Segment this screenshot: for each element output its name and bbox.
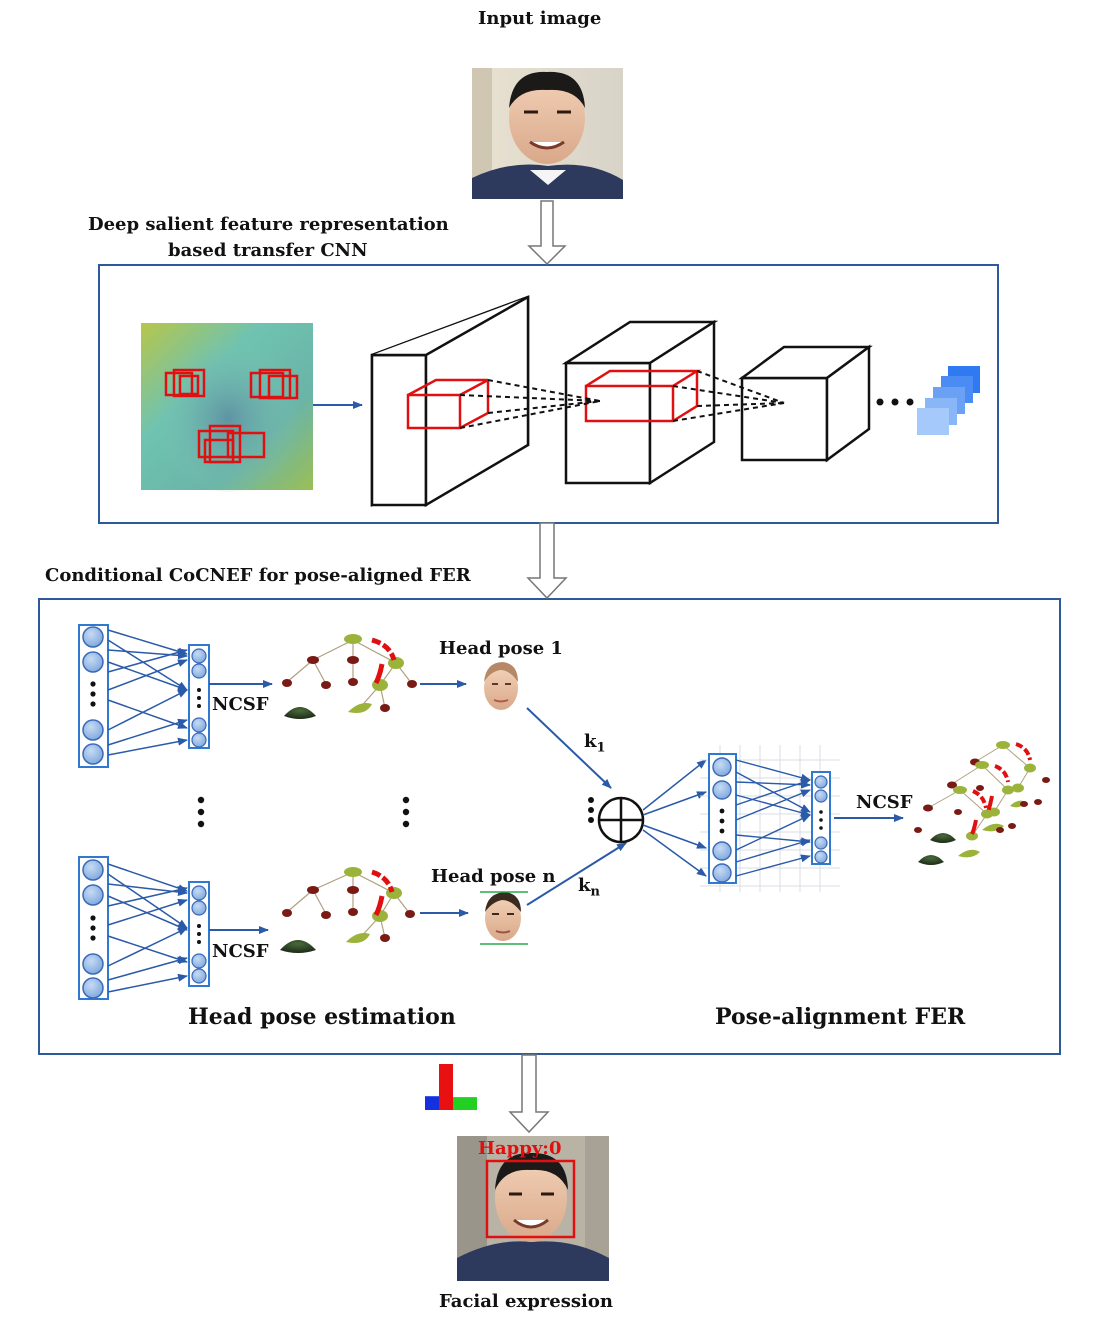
projection-lines-1 bbox=[459, 379, 601, 429]
head-pose-1-face bbox=[484, 662, 518, 710]
ncsf-label-right: NCSF bbox=[856, 792, 913, 813]
ellipsis-mid bbox=[402, 796, 410, 828]
cnn-block-title-line1: Deep salient feature representation bbox=[88, 214, 449, 235]
salient-feature-map bbox=[141, 323, 313, 492]
tree-structure-top bbox=[282, 634, 417, 719]
flow-arrow-cocnef-to-output bbox=[508, 1054, 550, 1134]
flow-arrow-cnn-to-cocnef bbox=[526, 522, 568, 600]
cocnef-block-frame bbox=[38, 598, 1061, 1055]
input-layer-bottom bbox=[78, 856, 109, 1000]
kn-subscript: n bbox=[590, 884, 600, 900]
ellipsis-sum bbox=[588, 797, 594, 823]
tree-stack-mid bbox=[947, 761, 1028, 832]
output-face-photo bbox=[457, 1136, 609, 1281]
fer-connections bbox=[735, 759, 811, 877]
cnn-volume-1 bbox=[370, 295, 530, 508]
ellipsis-left bbox=[197, 796, 205, 828]
head-pose-estimation-label: Head pose estimation bbox=[188, 1004, 456, 1030]
summation-node bbox=[597, 796, 645, 844]
arrow-headpose-n-to-sum bbox=[526, 842, 627, 906]
connections-top bbox=[107, 629, 188, 756]
head-pose-n-face bbox=[480, 891, 528, 945]
tree-stack-right bbox=[914, 741, 1050, 865]
result-bar-2 bbox=[439, 1064, 453, 1110]
result-bar-3 bbox=[453, 1097, 477, 1110]
pose-alignment-fer-label: Pose-alignment FER bbox=[715, 1004, 966, 1030]
result-expression-label: Happy:0 bbox=[478, 1138, 562, 1159]
cnn-volume-2 bbox=[561, 319, 719, 486]
connections-bottom bbox=[107, 863, 188, 993]
flow-arrow-input-to-cnn bbox=[527, 200, 567, 266]
cnn-volume-3 bbox=[738, 344, 873, 463]
kn-label: kn bbox=[578, 875, 600, 900]
hidden-layer-bottom bbox=[188, 881, 210, 987]
connections-sum-to-fer bbox=[642, 759, 707, 877]
detection-box bbox=[485, 1159, 576, 1239]
input-layer-top bbox=[78, 624, 109, 768]
input-image-label: Input image bbox=[478, 8, 602, 29]
arrow-headpose-1-to-sum bbox=[526, 707, 612, 789]
tree-stack-front bbox=[914, 786, 1004, 865]
output-feature-stack bbox=[917, 366, 980, 435]
facial-expression-label: Facial expression bbox=[439, 1291, 613, 1312]
fer-hidden-layer bbox=[811, 771, 831, 865]
input-face-photo bbox=[472, 68, 623, 199]
ncsf-label-bottom: NCSF bbox=[212, 941, 269, 962]
ncsf-label-top: NCSF bbox=[212, 694, 269, 715]
k1-letter: k bbox=[584, 731, 597, 752]
result-bar-1 bbox=[425, 1096, 439, 1110]
hidden-layer-top bbox=[188, 644, 210, 749]
fer-input-layer bbox=[708, 753, 737, 884]
cocnef-block-title: Conditional CoCNEF for pose-aligned FER bbox=[45, 565, 471, 586]
k1-label: k1 bbox=[584, 731, 606, 756]
projection-lines-2 bbox=[672, 370, 785, 422]
head-pose-1-label: Head pose 1 bbox=[439, 638, 563, 659]
cnn-block-title-line2: based transfer CNN bbox=[168, 240, 368, 261]
k1-subscript: 1 bbox=[596, 740, 606, 756]
cnn-continuation-dots bbox=[876, 398, 914, 406]
kn-letter: k bbox=[578, 875, 591, 896]
head-pose-n-label: Head pose n bbox=[431, 866, 556, 887]
tree-structure-bottom bbox=[280, 867, 415, 953]
result-bar-chart bbox=[425, 1064, 477, 1110]
